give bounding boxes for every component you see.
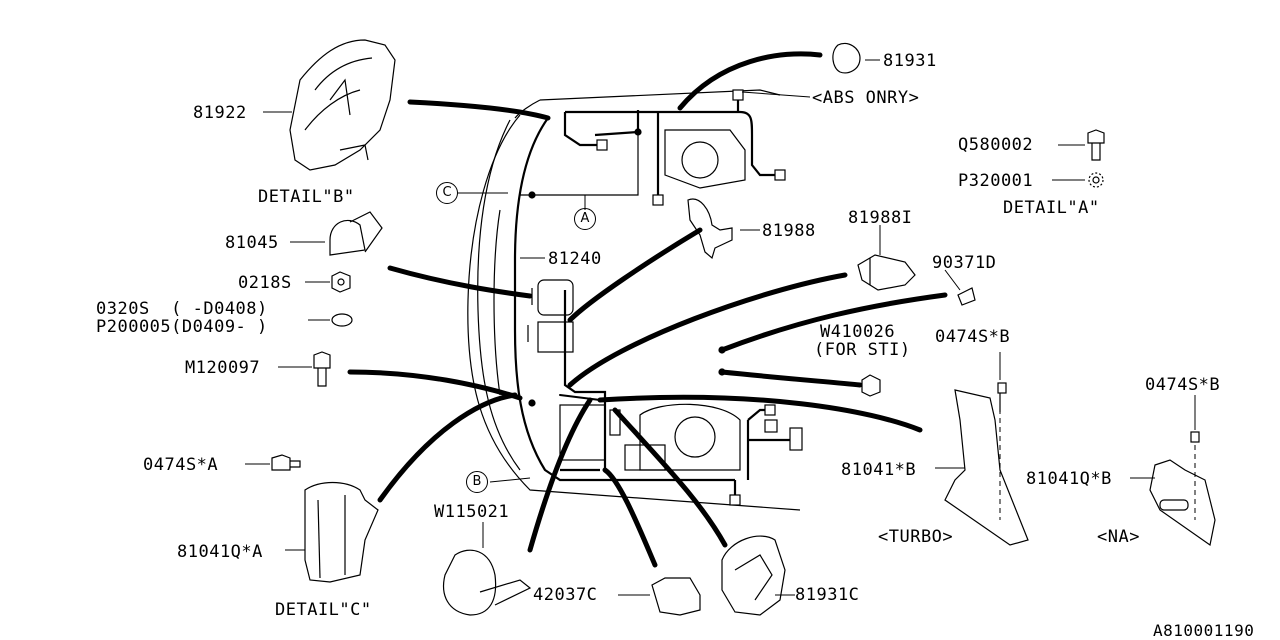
part-81045-cap [329,211,383,256]
part-81988-clip [687,198,733,260]
thin-leaders [245,59,1196,596]
connectors [528,89,803,506]
label-turbo: <TURBO> [878,527,954,547]
label-na: <NA> [1097,527,1140,547]
label-81041q-b: 81041Q*B [1026,469,1112,489]
part-42037c-holder [651,577,701,616]
part-m120097-bolt [313,351,331,387]
callout-c: C [436,182,458,204]
label-90371d: 90371D [932,253,997,273]
label-m120097: M120097 [185,358,261,378]
label-p320001: P320001 [958,171,1034,191]
part-w115021-tie [443,549,532,616]
label-for-sti: (FOR STI) [814,340,911,360]
part-0218s-nut [331,271,351,293]
label-81988: 81988 [762,221,816,241]
part-90371d-grommet [957,287,976,306]
label-0474s-a: 0474S*A [143,455,219,475]
part-q580002-bolt [1087,129,1105,161]
label-81931c: 81931C [795,585,860,605]
callout-b: B [466,471,488,493]
callout-a: A [574,208,596,230]
label-q580002: Q580002 [958,135,1034,155]
part-81922-detail-b [289,39,396,171]
part-p320001-washer [1088,172,1104,188]
part-0320s-washer [331,313,353,327]
label-0320s: 0320S ( -D0408) [96,299,268,319]
part-81988i-clamp [857,254,916,291]
label-81045: 81045 [225,233,279,253]
vehicle-body-outline [467,89,801,511]
label-81041q-a: 81041Q*A [177,542,263,562]
label-w410026: W410026 [820,322,896,342]
part-81931c-grommet [721,535,786,616]
label-0218s: 0218S [238,273,292,293]
label-detail-b: DETAIL"B" [258,187,355,207]
label-81922: 81922 [193,103,247,123]
relay-boxes [527,279,574,353]
part-81041b-bracket [944,382,1029,546]
strut-towers [559,129,746,471]
label-detail-c: DETAIL"C" [275,600,372,620]
label-detail-a: DETAIL"A" [1003,198,1100,218]
label-81041-b: 81041*B [841,460,917,480]
label-42037c: 42037C [533,585,598,605]
label-81931: 81931 [883,51,937,71]
label-w115021: W115021 [434,502,510,522]
part-81041qa-protector [304,481,379,583]
label-81988i: 81988I [848,208,913,228]
part-81041qb-bracket [1149,431,1216,547]
label-0474s-b-turbo: 0474S*B [935,327,1011,347]
part-w410026-nut [861,374,881,397]
label-abs-only: <ABS ONRY> [812,88,920,108]
label-81240: 81240 [548,249,602,269]
part-81931 [832,42,861,74]
label-0474s-b-na: 0474S*B [1145,375,1221,395]
part-0474sa-bolt [271,454,301,471]
diagram-id: A810001190 [1153,621,1255,640]
thick-leaders [347,51,948,568]
label-p200005: P200005(D0409- ) [96,317,268,337]
